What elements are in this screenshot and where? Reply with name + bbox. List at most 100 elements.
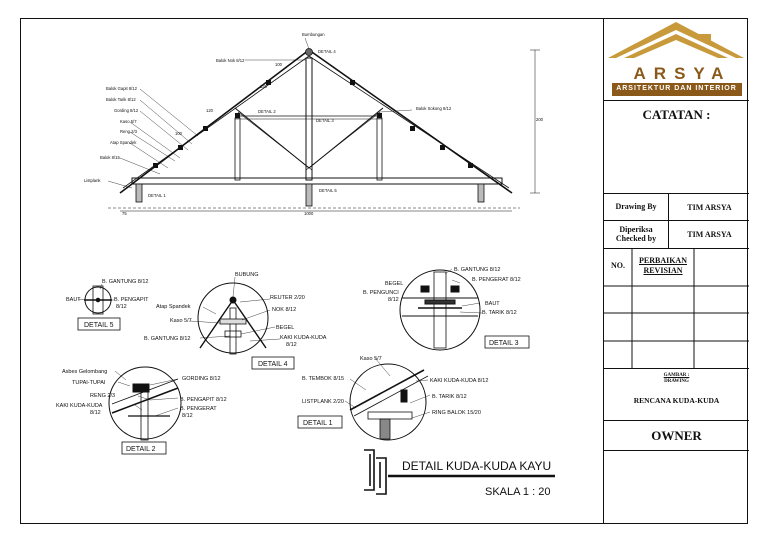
- checked-label-1: Diperiksa: [619, 225, 653, 234]
- label-reng: Reng 2/3: [120, 129, 138, 134]
- d4-kaki: KAKI KUDA-KUDA: [280, 335, 327, 341]
- right-rafter: [308, 49, 513, 194]
- label-kaso: Kaso 5/7: [120, 119, 137, 124]
- drawing-title-block: [364, 449, 555, 495]
- drawing-scale: SKALA 1 : 20: [485, 486, 550, 498]
- revision-no-label: NO.: [611, 261, 625, 270]
- d1-kaso: Kaso 5/7: [360, 356, 382, 362]
- label-detail3-main: DETAIL 3: [316, 118, 334, 123]
- main-truss: [107, 37, 540, 212]
- d4-kaso: Kaso 5/7: [170, 318, 192, 324]
- label-detail5-main: DETAIL 5: [319, 188, 337, 193]
- drawing-sheet-border: [20, 18, 748, 524]
- d4-kaki-size: 8/12: [286, 342, 297, 348]
- d2-kaki-size: 8/12: [90, 410, 101, 416]
- label-bumbungan: Bumbungan: [302, 32, 325, 37]
- d2-reng: RENG 2/3: [90, 393, 115, 399]
- drawing-by-row: Drawing By TIM ARSYA: [604, 193, 750, 221]
- d3-pengunci-size: 8/12: [388, 297, 399, 303]
- d3-title: DETAIL 3: [489, 340, 519, 347]
- label-balok-ss: Balok 8/15: [100, 155, 120, 160]
- drawing-area: Bumbungan DETAIL 4 Balok Nok 8/12 Balok …: [56, 32, 555, 498]
- title-symbol: [364, 449, 387, 495]
- detail-1: [297, 357, 431, 441]
- detail-2: [108, 366, 182, 455]
- d4-bubung: BUBUNG: [235, 272, 259, 278]
- d2-pengapit: B. PENGAPIT 8/12: [180, 397, 227, 403]
- d5-baut: BAUT: [66, 297, 81, 303]
- d2-title: DETAIL 2: [126, 446, 156, 453]
- d2-asbes: Asbes Gelombang: [62, 369, 107, 375]
- d5-title: DETAIL 5: [84, 322, 114, 329]
- revision-label-1: PERBAIKAN: [638, 256, 687, 265]
- revision-grid: [604, 249, 749, 369]
- d1-title: DETAIL 1: [303, 420, 333, 427]
- d5-pengapit: B. PENGAPIT: [114, 297, 149, 303]
- d3-gantung: B. GANTUNG 8/12: [454, 267, 500, 273]
- label-balok-sokong: Balok Sokong 8/12: [416, 106, 452, 111]
- gambar-label-1: GAMBAR :: [663, 373, 690, 378]
- d1-tembok: B. TEMBOK 8/15: [302, 376, 344, 382]
- drawing-by-value: TIM ARSYA: [668, 194, 750, 221]
- label-balok-gapit: Balok Gapit 8/12: [106, 86, 138, 91]
- gambar-value: RENCANA KUDA-KUDA: [633, 396, 720, 405]
- checked-by-row: Diperiksa Checked by TIM ARSYA: [604, 220, 750, 249]
- d3-begel: BEGEL: [385, 281, 403, 287]
- label-detail1-main: DETAIL 1: [148, 193, 166, 198]
- catatan-label: CATATAN :: [642, 107, 711, 122]
- label-balok-nok: Balok Nok 8/12: [216, 58, 245, 63]
- dim-a: 120: [206, 108, 214, 113]
- drawing-title: DETAIL KUDA-KUDA KAYU: [402, 459, 551, 473]
- d3-tarik: B. TARIK 8/12: [482, 310, 517, 316]
- d1-ring: RING BALOK 15/20: [432, 410, 481, 416]
- drawing-by-label: Drawing By: [615, 202, 657, 211]
- dim-b: 120: [260, 84, 268, 89]
- d1-tarik: B. TARIK 8/12: [432, 394, 467, 400]
- catatan-row: CATATAN :: [604, 100, 749, 128]
- label-gording: Gording 8/12: [114, 108, 139, 113]
- detail-5: [77, 283, 121, 331]
- checked-value: TIM ARSYA: [668, 221, 750, 249]
- d4-title: DETAIL 4: [258, 361, 288, 368]
- d4-gantung: B. GANTUNG 8/12: [144, 336, 190, 342]
- d5-pengapit-size: 8/12: [116, 304, 127, 310]
- brand-name: ARSYA: [633, 64, 732, 83]
- d2-kaki: KAKI KUDA-KUDA: [56, 403, 103, 409]
- label-detail4-main: DETAIL 4: [318, 49, 336, 54]
- left-rafter: [119, 49, 310, 194]
- d3-pengerat: B. PENGERAT 8/12: [472, 277, 521, 283]
- roof-logo-icon: [608, 22, 744, 96]
- label-listplank: Listplank: [84, 178, 101, 183]
- d4-atap: Atap Spandek: [156, 304, 191, 310]
- detail-3: [399, 268, 530, 351]
- owner-row: OWNER: [604, 420, 749, 450]
- gambar-row: GAMBAR : DRAWING RENCANA KUDA-KUDA: [604, 368, 749, 420]
- d3-pengunci: B. PENGUNCI: [363, 290, 399, 296]
- d4-nok: NOK 8/12: [272, 307, 296, 313]
- d2-tupai: TUPAI-TUPAI: [72, 380, 106, 386]
- d2-pengerat-size: 8/12: [182, 413, 193, 419]
- dim-c: 100: [275, 62, 283, 67]
- detail-4: [189, 276, 295, 370]
- d1-listplank: LISTPLANK 2/20: [302, 399, 344, 405]
- d3-baut: BAUT: [485, 301, 500, 307]
- title-block: ARSYA ARSITEKTUR DAN INTERIOR CATATAN : …: [603, 18, 750, 524]
- label-balok-tarik: Balok Tarik 8/12: [106, 97, 136, 102]
- tie-beam: [131, 177, 503, 185]
- gambar-label-2: DRAWING: [664, 379, 689, 384]
- checked-label-2: Checked by: [615, 234, 657, 243]
- brand-tagline: ARSITEKTUR DAN INTERIOR: [616, 85, 737, 92]
- d2-gording: GORDING 8/12: [182, 376, 221, 382]
- revision-label-2: REVISIAN: [643, 266, 683, 275]
- label-atap: Atap Spandek: [110, 140, 137, 145]
- d4-reuter: REUTER 2/20: [270, 295, 305, 301]
- dim-eave: 75: [122, 211, 127, 216]
- dim-span: 1000: [304, 211, 314, 216]
- revision-table: NO. PERBAIKAN REVISIAN: [604, 248, 749, 369]
- brand-logo: ARSYA ARSITEKTUR DAN INTERIOR: [604, 18, 749, 100]
- d4-begel: BEGEL: [276, 325, 294, 331]
- owner-label: OWNER: [651, 428, 702, 443]
- d5-gantung: B. GANTUNG 8/12: [102, 279, 148, 285]
- dim-height: 200: [536, 117, 544, 122]
- d2-pengerat: B. PENGERAT: [180, 406, 217, 412]
